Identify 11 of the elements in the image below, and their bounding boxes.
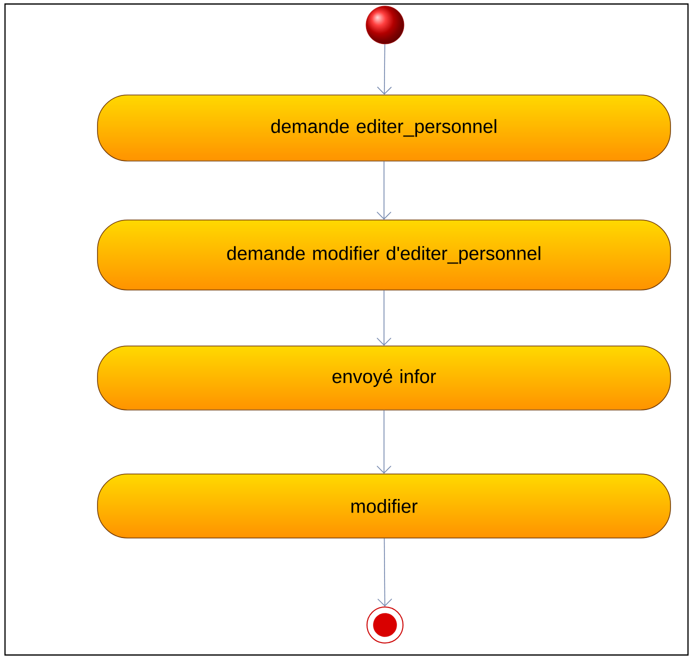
arrow bbox=[376, 410, 392, 474]
arrow bbox=[377, 44, 392, 95]
arrow bbox=[376, 160, 392, 220]
arrow bbox=[377, 538, 392, 606]
action-box: demande modifier d'editer_personnel bbox=[97, 220, 671, 290]
action-box: modifier bbox=[97, 474, 671, 538]
action-box: demande editer_personnel bbox=[97, 94, 671, 162]
end-node bbox=[366, 606, 404, 644]
start-node bbox=[366, 6, 404, 44]
action-box: envoyé infor bbox=[97, 346, 671, 410]
arrow bbox=[376, 290, 392, 346]
